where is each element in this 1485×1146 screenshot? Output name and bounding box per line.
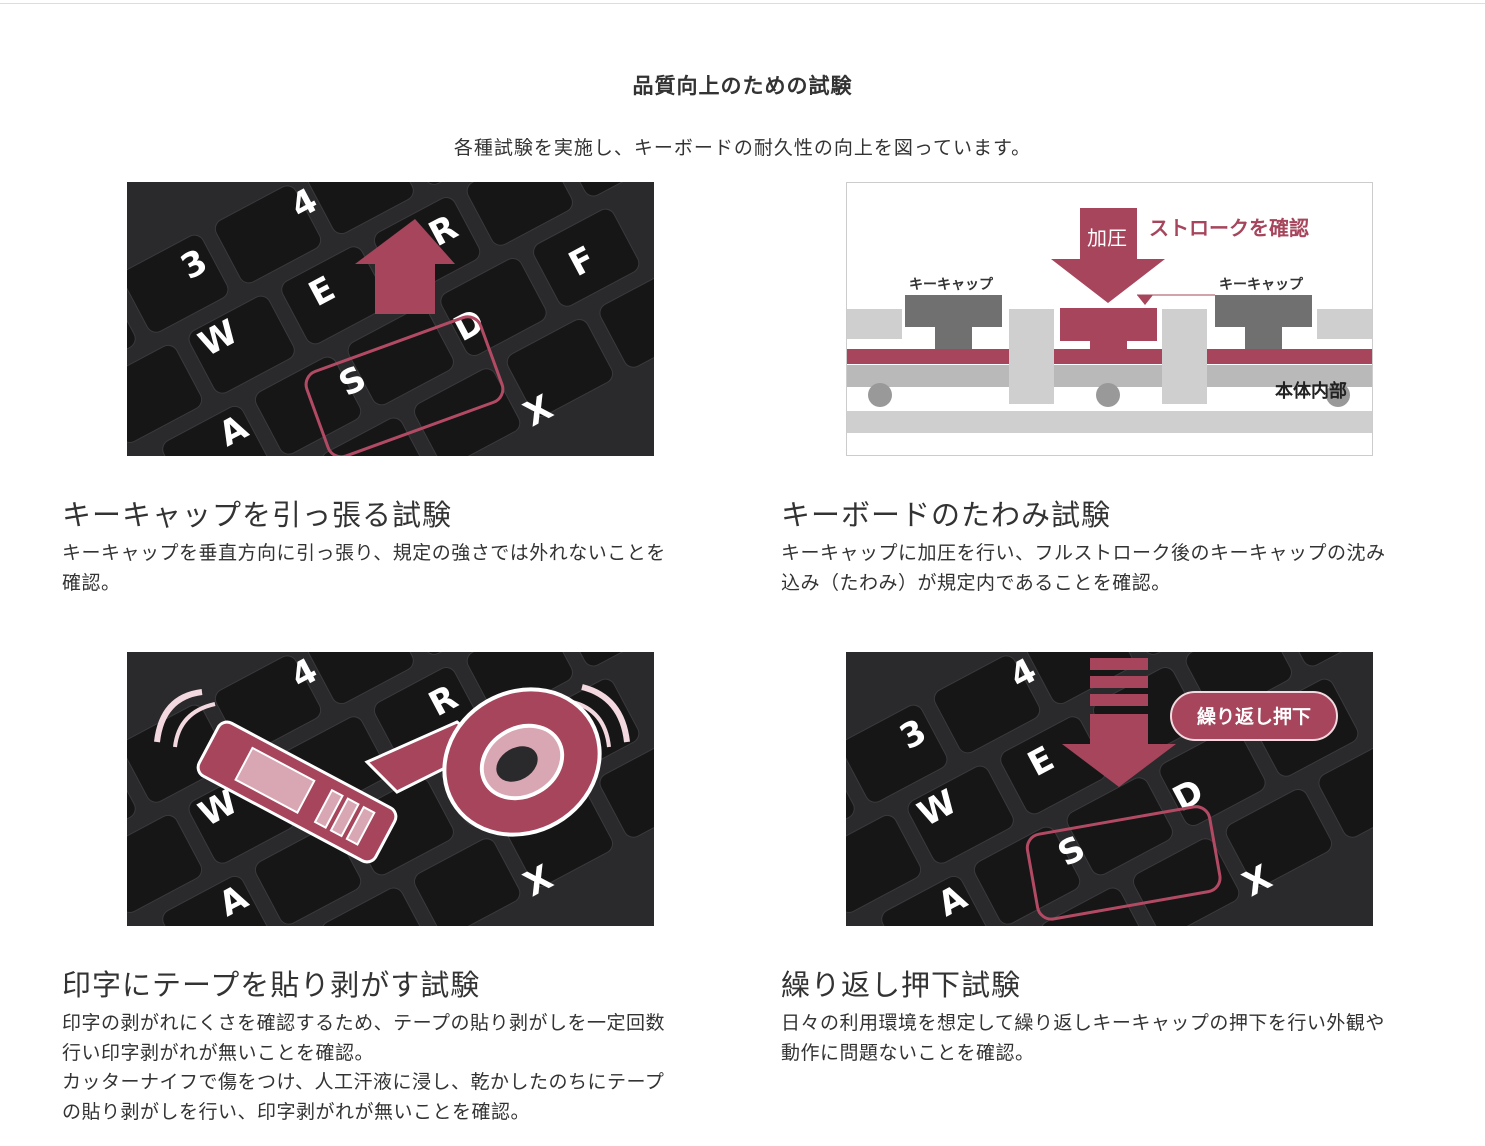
description-line: の貼り剥がしを行い、印字剥がれが無いことを確認。: [62, 1100, 531, 1123]
description-line: カッターナイフで傷をつけ、人工汗液に浸し、乾かしたのちにテープ: [62, 1071, 665, 1093]
description-line: 込み（たわみ）が規定内であることを確認。: [781, 571, 1171, 594]
section-lead: 各種試験を実施し、キーボードの耐久性の向上を図っています。: [453, 137, 1032, 159]
deflection-diagram: 加圧 ストロークを確認 キーキャップ キーキャップ 本体内部: [846, 182, 1373, 456]
test-heading: キーキャップを引っ張る試験: [62, 498, 453, 532]
description-line: 日々の利用環境を想定して繰り返しキーキャップの押下を行い外観や: [781, 1012, 1385, 1034]
body-internal-label: 本体内部: [1275, 380, 1347, 402]
tape-peel-image: 4 R W A X: [127, 652, 654, 926]
keyboard-deflection-diagram: 加圧 ストロークを確認 キーキャップ キーキャップ 本体内部: [847, 183, 1372, 455]
keycap-pull-image: 3 4 R E W D S A F X: [127, 182, 654, 456]
keycap-left-label: キーキャップ: [909, 277, 994, 293]
repeat-press-badge: 繰り返し押下: [1197, 705, 1311, 728]
test-description: キーキャップに加圧を行い、フルストローク後のキーキャップの沈み 込み（たわみ）が…: [781, 539, 1441, 598]
description-line: 確認。: [62, 571, 121, 594]
top-divider: [0, 3, 1485, 4]
keycap-right-label: キーキャップ: [1219, 277, 1304, 293]
description-line: 印字の剥がれにくさを確認するため、テープの貼り剥がしを一定回数: [62, 1012, 665, 1034]
stroke-label: ストロークを確認: [1149, 216, 1309, 240]
description-line: 行い印字剥がれが無いことを確認。: [62, 1041, 375, 1064]
section-title: 品質向上のための試験: [632, 74, 853, 98]
test-heading: 繰り返し押下試験: [781, 968, 1022, 1002]
keyboard-pull-arrow-illustration: 3 4 R E W D S A F X: [127, 182, 654, 456]
test-description: キーキャップを垂直方向に引っ張り、規定の強さでは外れないことを 確認。: [62, 539, 722, 598]
description-line: 動作に問題ないことを確認。: [781, 1041, 1035, 1064]
test-heading: キーボードのたわみ試験: [781, 498, 1112, 532]
cutter-and-tape-illustration: 4 R W A X: [127, 652, 654, 926]
test-heading: 印字にテープを貼り剥がす試験: [62, 968, 481, 1002]
pressure-label: 加圧: [1087, 226, 1127, 250]
test-description: 日々の利用環境を想定して繰り返しキーキャップの押下を行い外観や 動作に問題ないこ…: [781, 1009, 1441, 1068]
description-line: キーキャップを垂直方向に引っ張り、規定の強さでは外れないことを: [62, 542, 666, 564]
description-line: キーキャップに加圧を行い、フルストローク後のキーキャップの沈み: [781, 542, 1386, 564]
test-description: 印字の剥がれにくさを確認するため、テープの貼り剥がしを一定回数 行い印字剥がれが…: [62, 1009, 722, 1127]
repeated-press-arrow-illustration: 3 4 E W D S A X 繰り返し押下: [846, 652, 1373, 926]
repeated-press-image: 3 4 E W D S A X 繰り返し押下: [846, 652, 1373, 926]
